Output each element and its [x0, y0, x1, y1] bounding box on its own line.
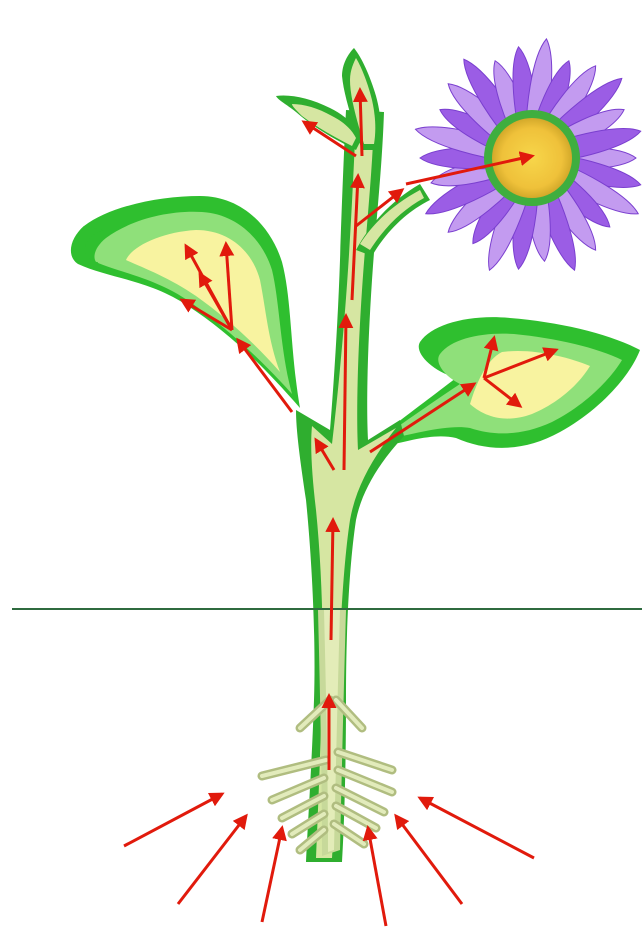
stem-arrow	[344, 316, 346, 470]
flower-center	[492, 118, 572, 198]
soil-arrow	[124, 794, 222, 846]
sprout-arrow	[360, 90, 362, 156]
soil-arrow	[262, 828, 282, 922]
stem-arrow	[331, 520, 333, 640]
soil-arrow	[396, 816, 462, 904]
soil-arrow	[178, 816, 246, 904]
soil-arrow	[368, 828, 386, 926]
soil-arrow	[420, 798, 534, 858]
